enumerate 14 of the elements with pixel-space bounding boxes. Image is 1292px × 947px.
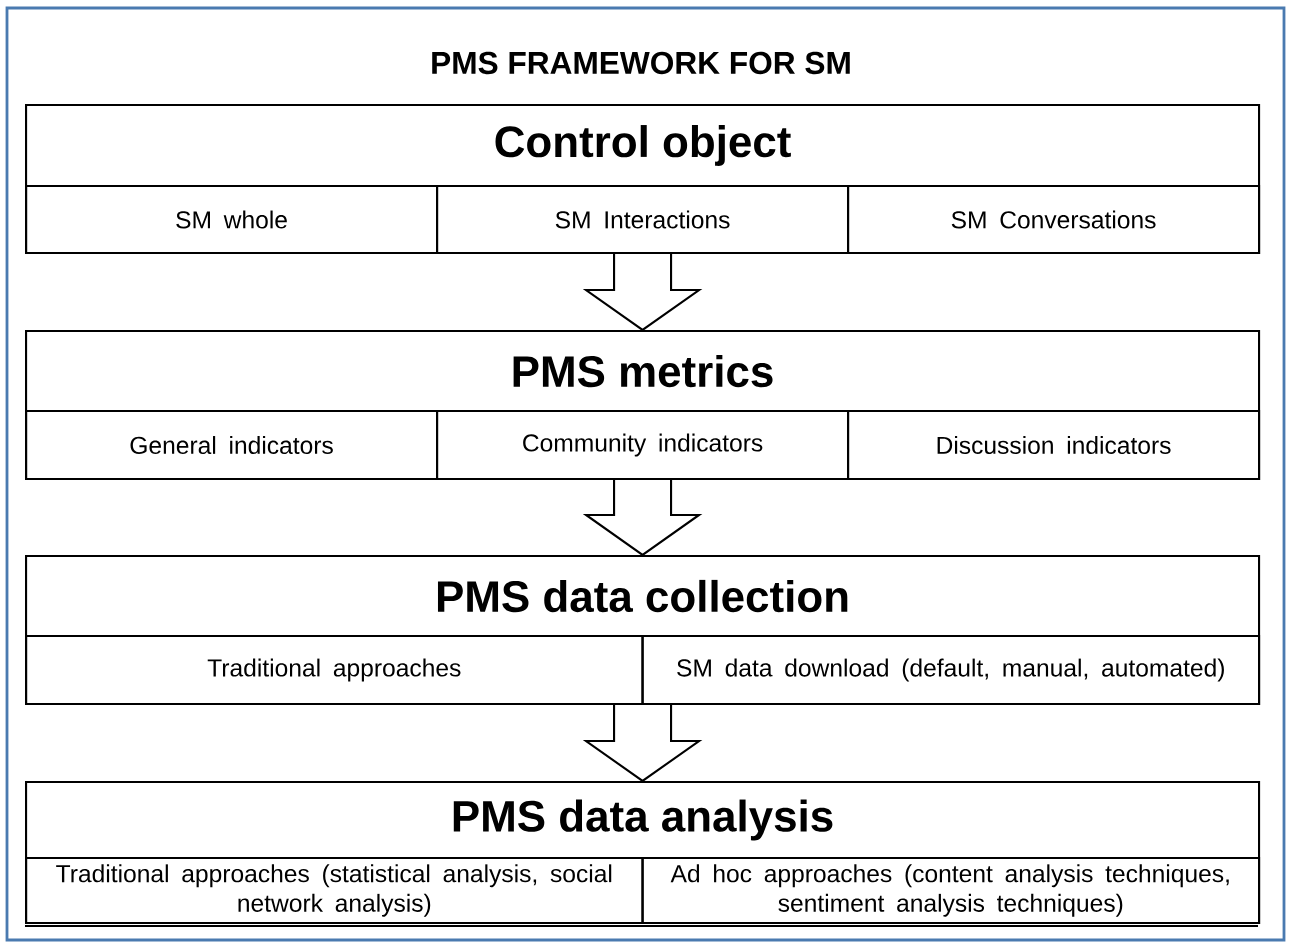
table-cell: General indicators xyxy=(25,410,439,481)
table-cell: SM Interactions xyxy=(436,185,850,255)
table-cell: Community indicators xyxy=(436,410,850,481)
block-arrow xyxy=(582,704,703,783)
table-cell: SM data download (default, manual, automated) xyxy=(641,635,1261,706)
table-cell: Discussion indicators xyxy=(847,410,1261,481)
table-cell: Traditional approaches xyxy=(25,635,644,706)
title: PMS FRAMEWORK FOR SM xyxy=(432,51,850,75)
table-cell: SM Conversations xyxy=(847,185,1261,255)
table-cell: SM whole xyxy=(25,185,439,255)
block-arrow xyxy=(582,253,703,332)
table-cell: Ad hoc approaches (content analysis techniques, sentiment analysis techniques) xyxy=(641,857,1261,925)
block-arrow xyxy=(582,479,703,557)
table-cell: Traditional approaches (statistical analysis, social network analysis) xyxy=(25,857,644,925)
